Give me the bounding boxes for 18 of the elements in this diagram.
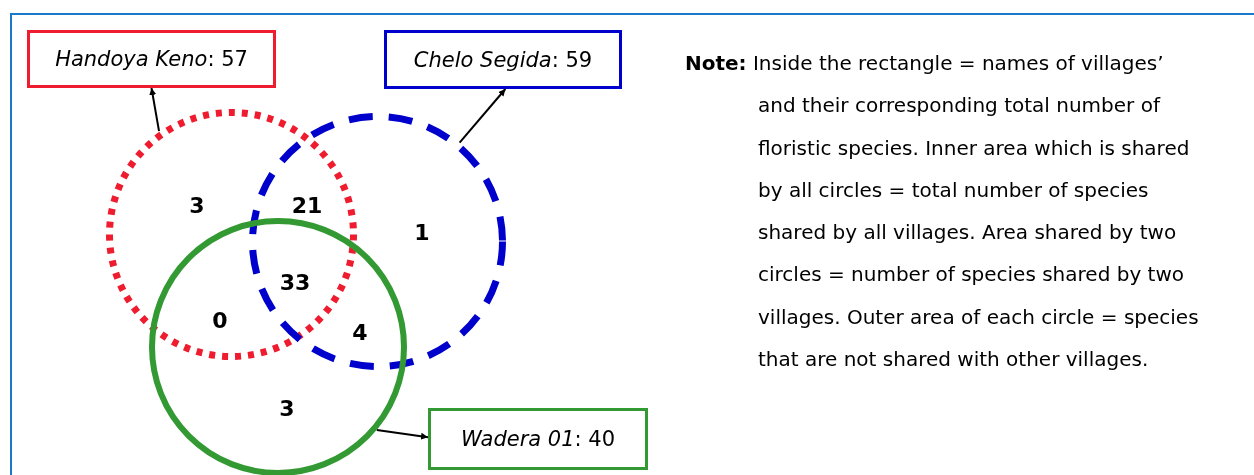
note-text: Note: Inside the rectangle = names of villages’ and their corresponding total number of floristic species. Inner area which is shared by all circles = total number of species shared by all villages. Area shared by two circles = number of species shared by two villages. Outer area of each circle = species that are not shared with other villages. xyxy=(685,50,1200,374)
species-count: 3 xyxy=(279,395,295,421)
species-count: 0 xyxy=(212,307,228,333)
species-count: 3 xyxy=(189,192,205,218)
village-name-count: Handoya Keno: 57 xyxy=(55,47,248,71)
village-label-box xyxy=(428,408,648,470)
leader-arrow xyxy=(149,87,160,133)
species-count: 4 xyxy=(352,319,368,345)
village-name-count: Chelo Segida: 59 xyxy=(413,47,593,72)
village-label-box xyxy=(27,30,276,88)
species-count: 33 xyxy=(279,269,311,295)
village-name-count: Wadera 01: 40 xyxy=(460,427,616,451)
dashed-circle xyxy=(248,112,506,370)
village-label-box xyxy=(384,30,622,89)
leader-arrow xyxy=(375,428,429,440)
leader-arrow xyxy=(458,88,507,144)
species-count: 1 xyxy=(414,219,430,245)
species-count: 21 xyxy=(291,192,323,218)
